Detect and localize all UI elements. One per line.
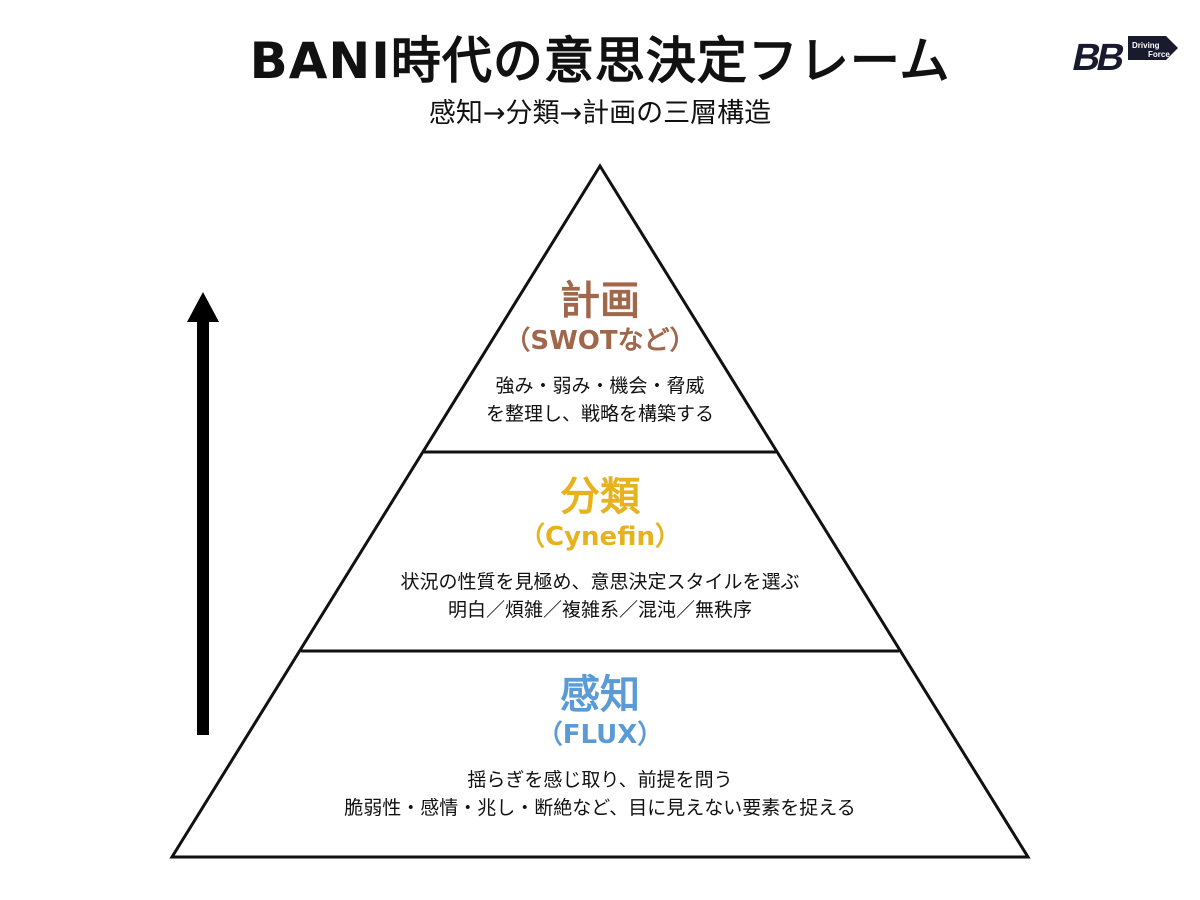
layer-classify-desc-2: 明白／煩雑／複雑系／混沌／無秩序 — [447, 599, 752, 621]
layer-classify-desc-1: 状況の性質を見極め、意思決定スタイルを選ぶ — [400, 571, 800, 593]
layer-plan-desc-1: 強み・弱み・機会・脅威 — [495, 375, 705, 397]
layer-classify-title: 分類 — [560, 474, 640, 520]
page-title: BANI時代の意思決定フレーム — [249, 32, 951, 90]
logo-arrow-icon — [1128, 36, 1178, 60]
brand-logo: B B Driving Force — [1069, 36, 1178, 79]
layer-plan-title: 計画 — [560, 278, 640, 324]
page-subtitle: 感知→分類→計画の三層構造 — [428, 98, 772, 129]
layer-sense-subtitle: （FLUX） — [536, 720, 664, 750]
layer-sense-desc-2: 脆弱性・感情・兆し・断絶など、目に見えない要素を捉える — [344, 797, 856, 819]
layer-classify-subtitle: （Cynefin） — [519, 522, 681, 552]
layer-plan: 計画 （SWOTなど） 強み・弱み・機会・脅威 を整理し、戦略を構築する — [300, 278, 900, 428]
layer-classify: 分類 （Cynefin） 状況の性質を見極め、意思決定スタイルを選ぶ 明白／煩雑… — [300, 474, 900, 624]
layer-plan-subtitle: （SWOTなど） — [504, 326, 696, 356]
arrow-up-icon — [187, 292, 219, 735]
layer-sense-title: 感知 — [560, 672, 640, 718]
logo-tagline-force: Force — [1148, 50, 1170, 59]
layer-sense-desc-1: 揺らぎを感じ取り、前提を問う — [467, 769, 733, 791]
pyramid-outline — [169, 163, 1031, 859]
layer-plan-desc-2: を整理し、戦略を構築する — [485, 403, 714, 425]
logo-tagline-driving: Driving — [1132, 41, 1160, 50]
layer-sense: 感知 （FLUX） 揺らぎを感じ取り、前提を問う 脆弱性・感情・兆し・断絶など、… — [250, 672, 950, 822]
